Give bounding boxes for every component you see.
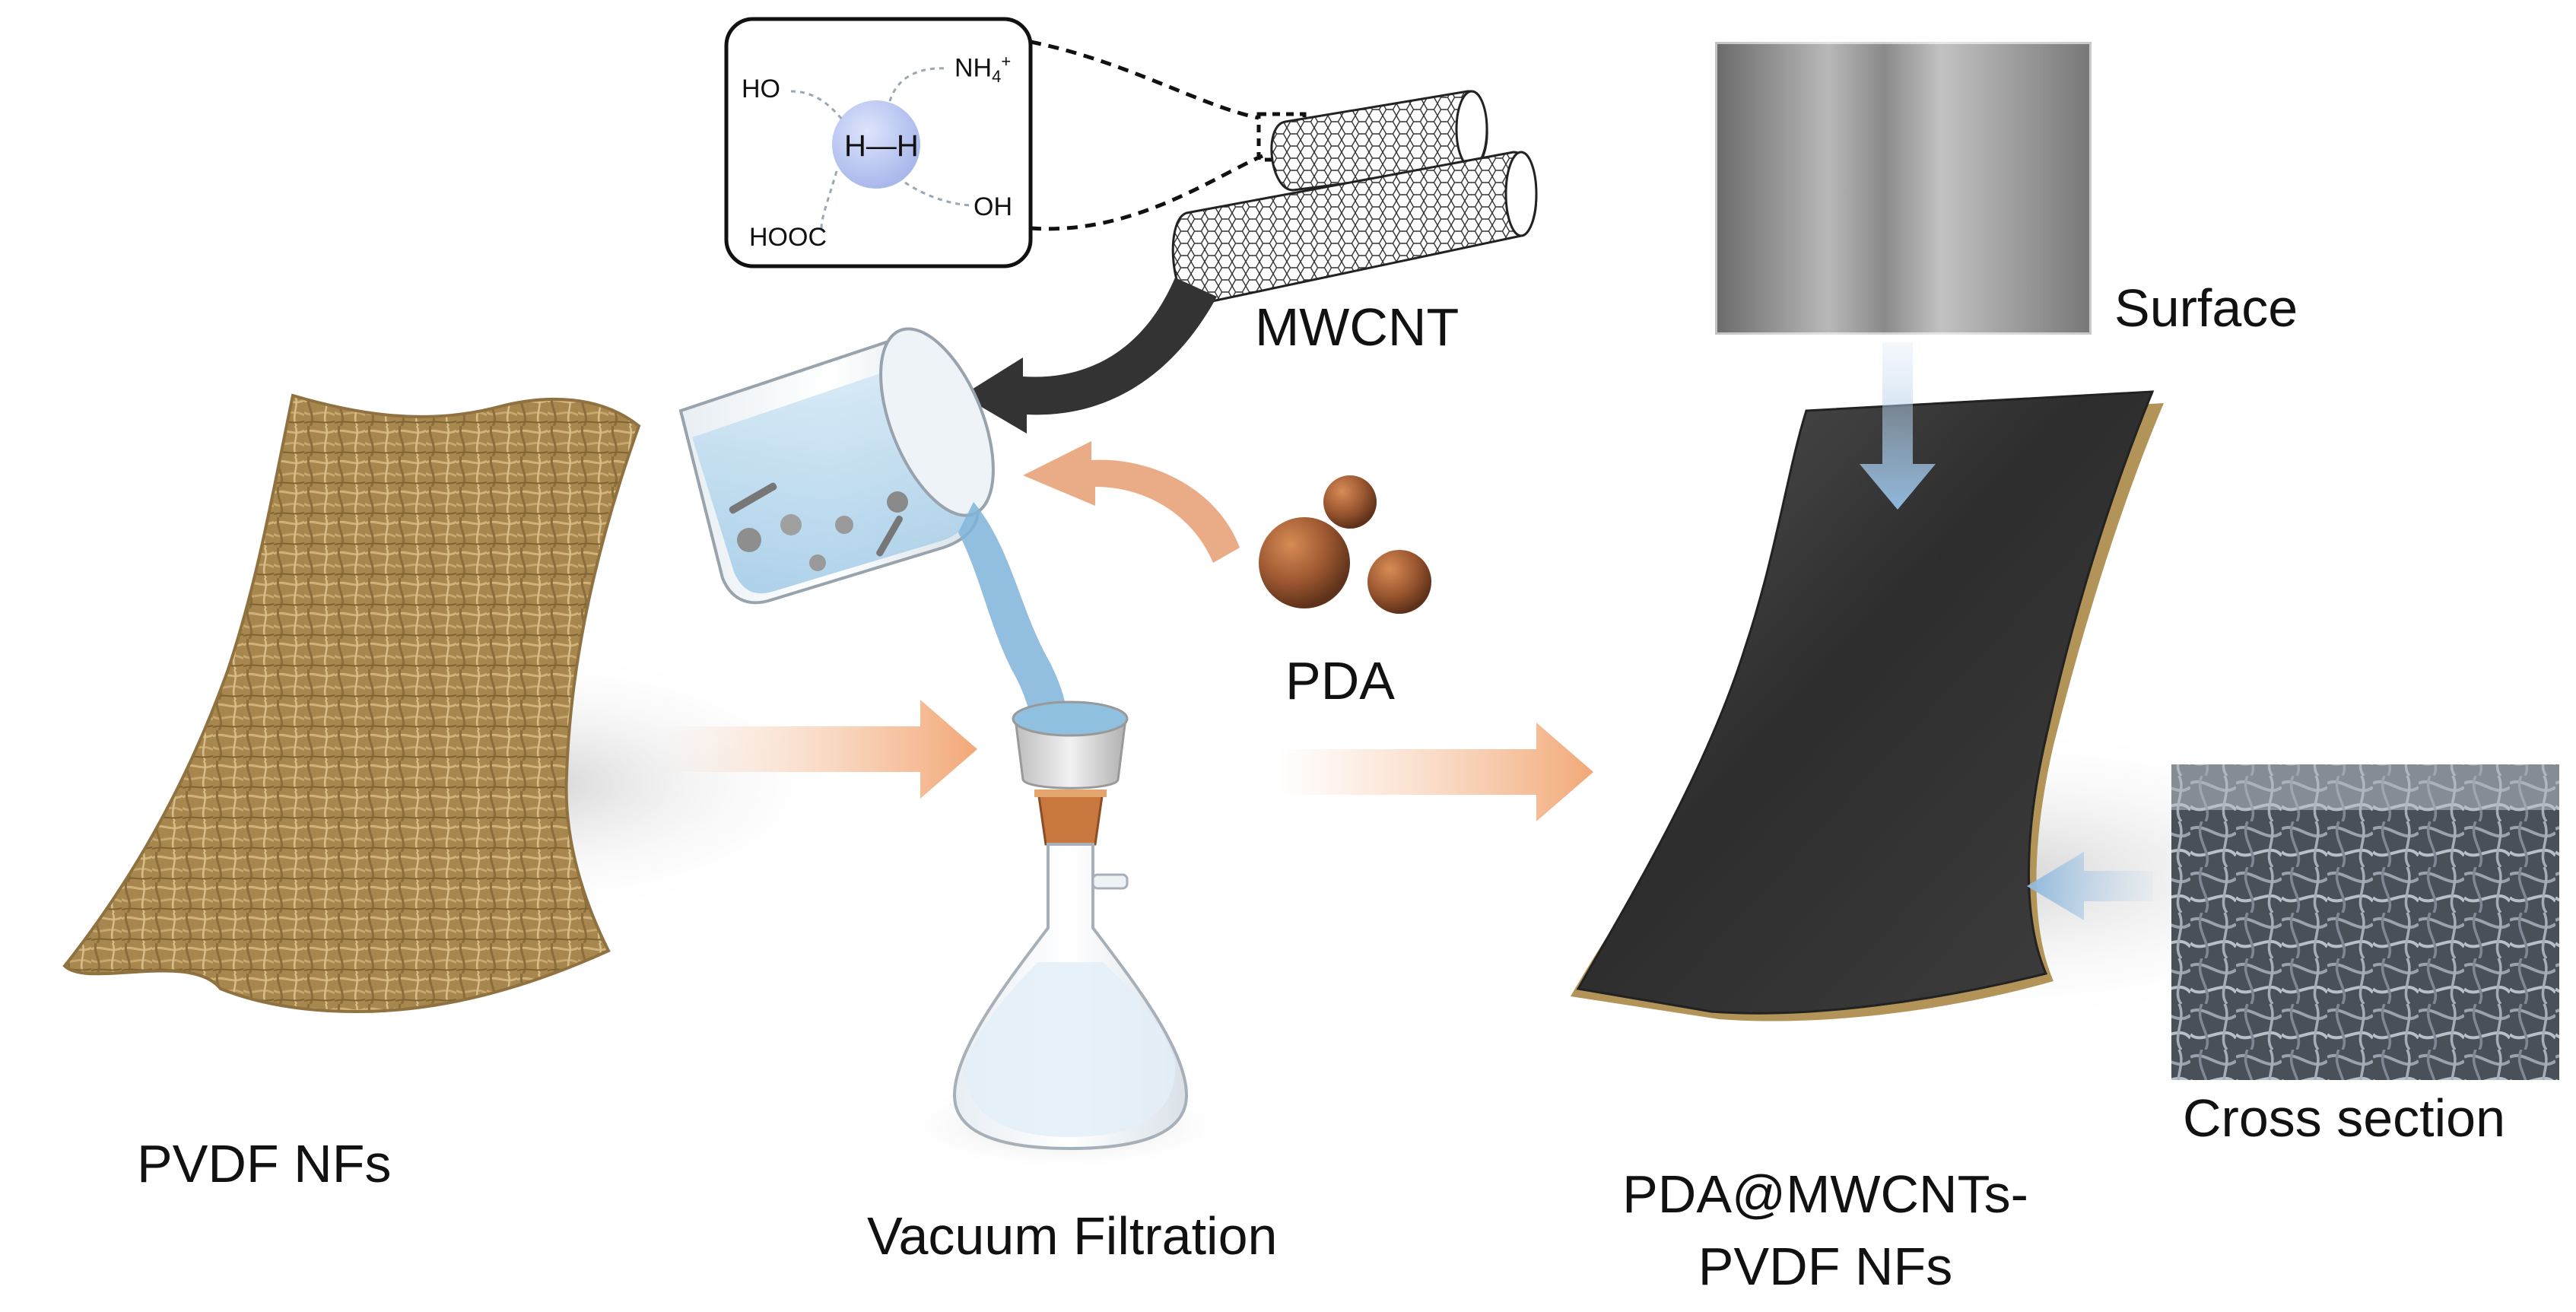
mwcnt-tubes (1171, 90, 1538, 306)
beaker (678, 327, 995, 605)
pda-label: PDA (1285, 651, 1395, 710)
pda-to-beaker-arrow (1023, 441, 1240, 563)
h-atom-sphere (832, 100, 920, 189)
surface-sem-image (1713, 40, 2094, 337)
surface-label: Surface (2114, 278, 2298, 338)
product-label-line2: PVDF NFs (1698, 1237, 1953, 1296)
functional-group-inset (724, 17, 1033, 268)
pouring-stream (958, 502, 1068, 753)
mwcnt-label: MWCNT (1255, 297, 1460, 357)
nh4-superscript: + (1001, 52, 1012, 71)
nh4-subscript: 4 (992, 67, 1002, 87)
group-nh4-label: NH4+ (954, 53, 1011, 85)
surface-arrow (1860, 342, 1936, 510)
pvdf-nfs-label: PVDF NFs (137, 1134, 392, 1193)
vacuum-filtration-apparatus (890, 700, 1240, 1171)
pda-particles (1259, 475, 1431, 614)
cross-section-arrow (2027, 852, 2152, 920)
cross-section-label: Cross section (2183, 1088, 2506, 1148)
nh4-base: NH (954, 53, 993, 83)
group-oh-label: OH (974, 192, 1012, 221)
cross-section-sem-image (2171, 764, 2559, 1080)
pvdf-nfs-mat (62, 393, 852, 1014)
mwcnt-to-beaker-arrow (962, 278, 1217, 434)
product-label-line1: PDA@MWCNTs- (1622, 1164, 2028, 1224)
group-ho-label: HO (742, 75, 780, 103)
process-arrow-2 (1278, 723, 1593, 821)
process-arrow-1 (662, 700, 977, 799)
vacuum-filtration-label: Vacuum Filtration (867, 1206, 1278, 1266)
h-h-bond-label: H—H (844, 129, 919, 163)
group-hooc-label: HOOC (749, 223, 827, 252)
